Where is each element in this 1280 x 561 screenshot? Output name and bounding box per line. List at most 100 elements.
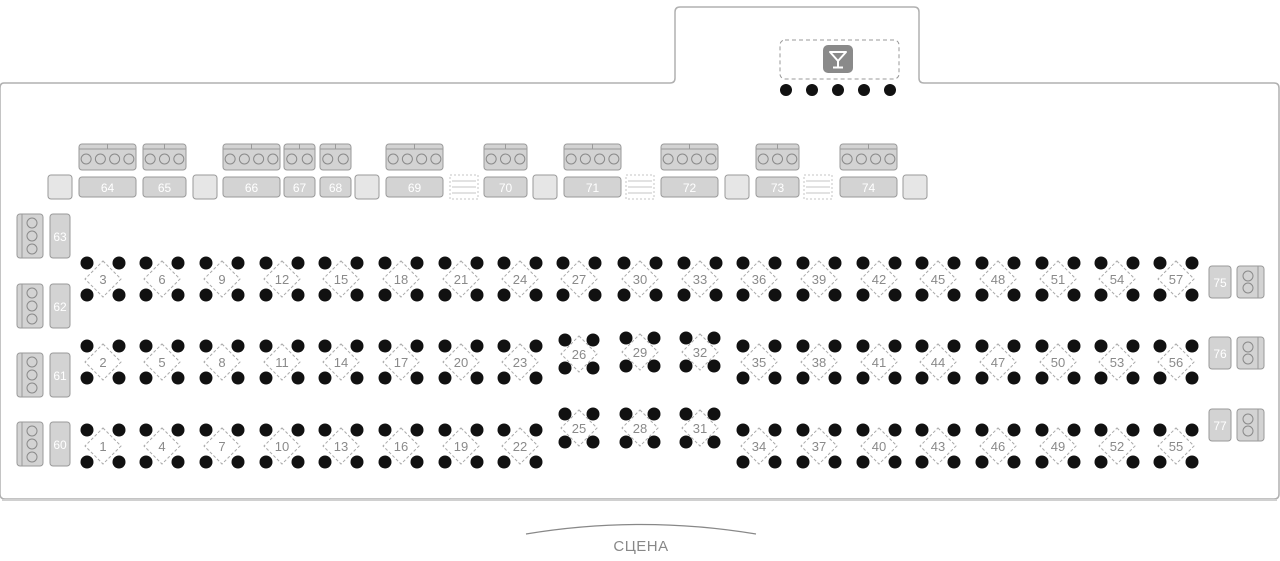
seat[interactable] <box>80 371 94 385</box>
seat[interactable] <box>139 423 153 437</box>
table-47[interactable]: 47 <box>975 339 1021 385</box>
seat[interactable] <box>529 455 543 469</box>
booth-76[interactable]: 76 <box>1208 336 1265 370</box>
seat[interactable] <box>588 256 602 270</box>
seat[interactable] <box>768 339 782 353</box>
table-15[interactable]: 15 <box>318 256 364 302</box>
seat[interactable] <box>647 359 661 373</box>
seat[interactable] <box>199 256 213 270</box>
seat[interactable] <box>856 288 870 302</box>
seat[interactable] <box>1035 339 1049 353</box>
table-3[interactable]: 3 <box>80 256 126 302</box>
seat[interactable] <box>1067 288 1081 302</box>
seat[interactable] <box>975 423 989 437</box>
seat[interactable] <box>259 256 273 270</box>
bar-stool[interactable] <box>884 84 896 96</box>
table-7[interactable]: 7 <box>199 423 245 469</box>
seat[interactable] <box>947 256 961 270</box>
seat[interactable] <box>1153 423 1167 437</box>
table-34[interactable]: 34 <box>736 423 782 469</box>
seat[interactable] <box>1007 371 1021 385</box>
table-44[interactable]: 44 <box>915 339 961 385</box>
seat[interactable] <box>199 455 213 469</box>
table-51[interactable]: 51 <box>1035 256 1081 302</box>
seat[interactable] <box>619 331 633 345</box>
table-31[interactable]: 31 <box>679 407 721 449</box>
table-41[interactable]: 41 <box>856 339 902 385</box>
seat[interactable] <box>259 455 273 469</box>
bar-stool[interactable] <box>832 84 844 96</box>
seat[interactable] <box>856 423 870 437</box>
chair[interactable] <box>354 174 380 200</box>
seat[interactable] <box>647 331 661 345</box>
seat[interactable] <box>1185 288 1199 302</box>
table-38[interactable]: 38 <box>796 339 842 385</box>
table-12[interactable]: 12 <box>259 256 305 302</box>
seat[interactable] <box>318 371 332 385</box>
table-53[interactable]: 53 <box>1094 339 1140 385</box>
seat[interactable] <box>558 333 572 347</box>
seat[interactable] <box>112 371 126 385</box>
seat[interactable] <box>529 371 543 385</box>
seat[interactable] <box>796 455 810 469</box>
seat[interactable] <box>378 339 392 353</box>
table-39[interactable]: 39 <box>796 256 842 302</box>
seat[interactable] <box>1007 423 1021 437</box>
seat[interactable] <box>975 455 989 469</box>
seat[interactable] <box>915 423 929 437</box>
seat[interactable] <box>410 455 424 469</box>
seat[interactable] <box>796 423 810 437</box>
seat[interactable] <box>470 288 484 302</box>
seat[interactable] <box>796 288 810 302</box>
seat[interactable] <box>975 339 989 353</box>
booth-66[interactable]: 66 <box>222 143 281 198</box>
table-55[interactable]: 55 <box>1153 423 1199 469</box>
seat[interactable] <box>1126 371 1140 385</box>
table-48[interactable]: 48 <box>975 256 1021 302</box>
seat[interactable] <box>556 288 570 302</box>
seat[interactable] <box>410 339 424 353</box>
seat[interactable] <box>768 423 782 437</box>
seat[interactable] <box>139 455 153 469</box>
seat[interactable] <box>796 256 810 270</box>
seat[interactable] <box>529 339 543 353</box>
seat[interactable] <box>619 435 633 449</box>
seat[interactable] <box>112 455 126 469</box>
seat[interactable] <box>1007 455 1021 469</box>
seat[interactable] <box>586 435 600 449</box>
seat[interactable] <box>112 423 126 437</box>
seat[interactable] <box>1035 256 1049 270</box>
seat[interactable] <box>291 371 305 385</box>
seat[interactable] <box>171 371 185 385</box>
seat[interactable] <box>231 339 245 353</box>
seat[interactable] <box>318 339 332 353</box>
seat[interactable] <box>318 423 332 437</box>
seat[interactable] <box>438 423 452 437</box>
table-28[interactable]: 28 <box>619 407 661 449</box>
table-36[interactable]: 36 <box>736 256 782 302</box>
seat[interactable] <box>647 407 661 421</box>
bar-counter[interactable] <box>779 39 900 80</box>
table-32[interactable]: 32 <box>679 331 721 373</box>
seat[interactable] <box>828 455 842 469</box>
seat[interactable] <box>1067 371 1081 385</box>
seat[interactable] <box>617 288 631 302</box>
seat[interactable] <box>1126 288 1140 302</box>
seat[interactable] <box>947 423 961 437</box>
booth-74[interactable]: 74 <box>839 143 898 198</box>
seat[interactable] <box>139 288 153 302</box>
seat[interactable] <box>768 455 782 469</box>
seat[interactable] <box>470 371 484 385</box>
seat[interactable] <box>231 288 245 302</box>
seat[interactable] <box>586 333 600 347</box>
table-10[interactable]: 10 <box>259 423 305 469</box>
seat[interactable] <box>497 339 511 353</box>
seat[interactable] <box>438 256 452 270</box>
seat[interactable] <box>947 371 961 385</box>
chair[interactable] <box>532 174 558 200</box>
table-40[interactable]: 40 <box>856 423 902 469</box>
table-25[interactable]: 25 <box>558 407 600 449</box>
booth-62[interactable]: 62 <box>16 283 71 329</box>
seat[interactable] <box>888 288 902 302</box>
table-14[interactable]: 14 <box>318 339 364 385</box>
